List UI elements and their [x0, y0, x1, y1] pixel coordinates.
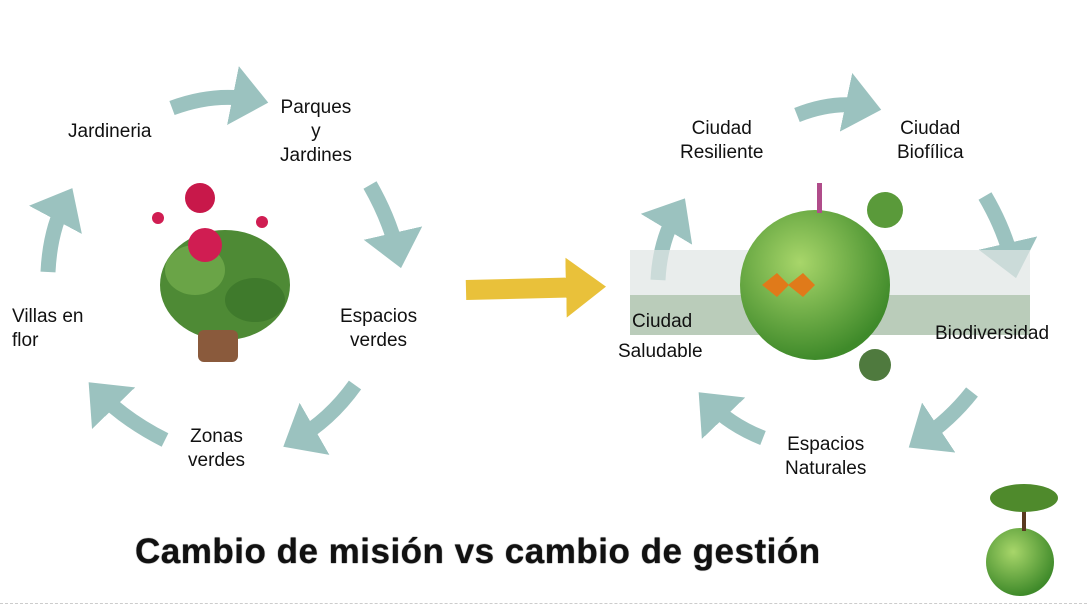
label-jardineria: Jardineria	[68, 121, 152, 142]
label-ciudad-resiliente: Ciudad Resiliente	[680, 118, 764, 163]
transition-arrow	[465, 257, 606, 318]
arrow-naturales-to-saludable	[698, 392, 766, 445]
arrow-resiliente-to-biofilica	[794, 72, 882, 132]
arrow-jardineria-to-parques	[169, 66, 269, 126]
arrow-zonas-to-villas	[88, 382, 169, 447]
label-ciudad-biofilica: Ciudad Biofílica	[897, 118, 964, 163]
label-zonas-verdes: Zonas verdes	[188, 426, 246, 471]
label-biodiversidad: Biodiversidad	[935, 323, 1050, 344]
divider	[0, 603, 1087, 604]
label-espacios-verdes: Espacios verdes	[340, 306, 418, 351]
arrow-villas-to-jardineria	[28, 188, 82, 273]
page-title: Cambio de misión vs cambio de gestión	[135, 532, 821, 571]
geranium-image	[152, 183, 290, 362]
arrow-biodiversidad-to-naturales	[908, 387, 978, 453]
label-villas-en-flor: Villas en flor	[12, 306, 84, 351]
biodiversity-globe-image	[630, 183, 1030, 381]
label-saludable: Saludable	[618, 341, 703, 362]
arrow-parques-to-espacios	[363, 181, 423, 269]
label-espacios-naturales: Espacios Naturales	[785, 434, 867, 479]
arrow-espacios-to-zonas	[283, 380, 362, 455]
label-parques-y-jardines: Parques y Jardines	[280, 97, 352, 166]
tree-globe-logo	[986, 484, 1058, 596]
label-ciudad: Ciudad	[632, 311, 693, 332]
